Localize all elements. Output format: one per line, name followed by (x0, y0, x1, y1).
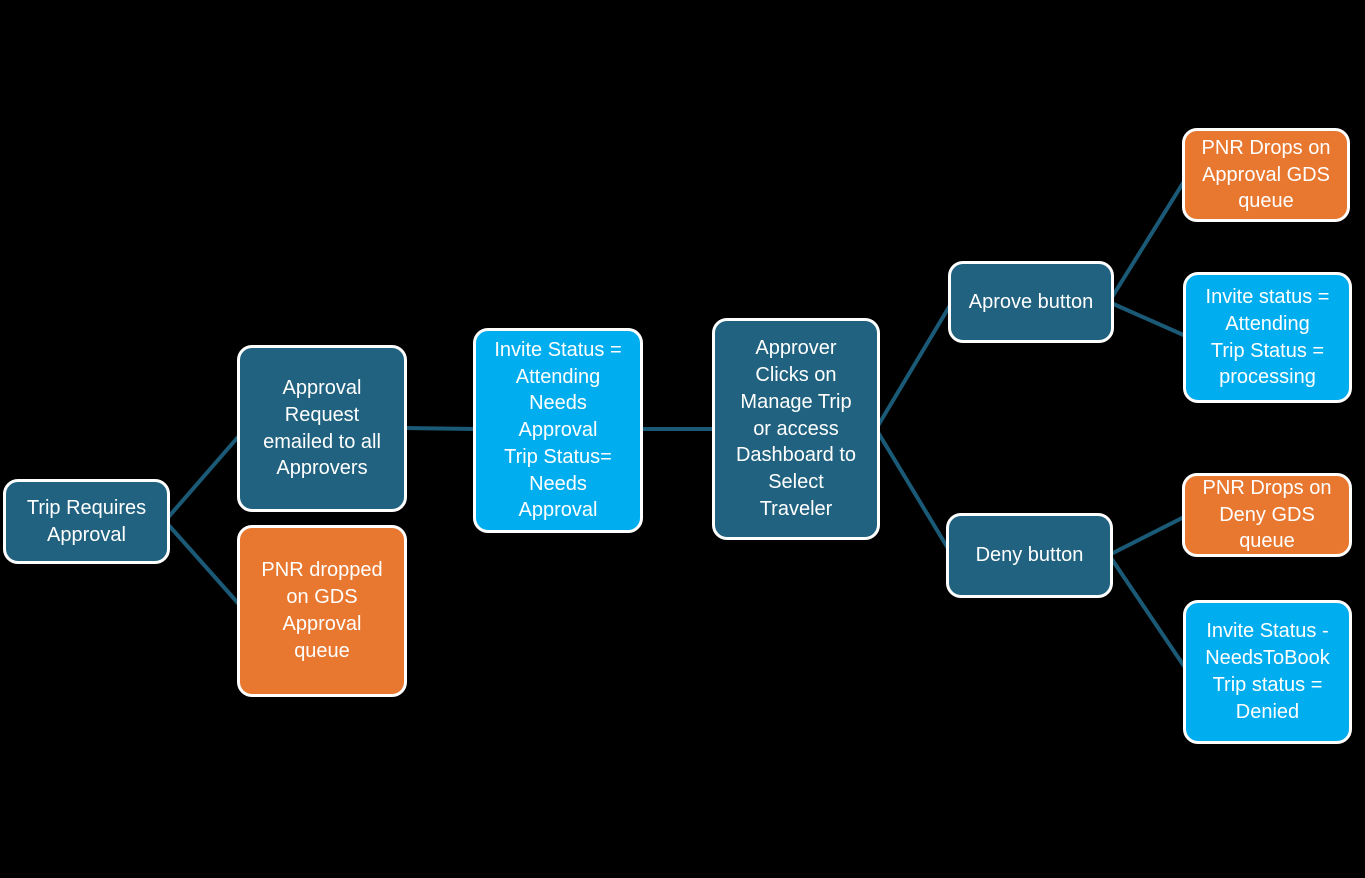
node-approval-request-emailed: Approval Request emailed to all Approver… (237, 345, 407, 512)
node-aprove-button: Aprove button (948, 261, 1114, 343)
node-invite-status-attending-processing: Invite status = Attending Trip Status = … (1183, 272, 1352, 403)
node-approver-clicks-manage-trip: Approver Clicks on Manage Trip or access… (712, 318, 880, 540)
connector-trip-to-pnr-dropped (163, 519, 247, 613)
node-invite-status-needstobook-denied: Invite Status - NeedsToBook Trip status … (1183, 600, 1352, 744)
node-pnr-dropped-gds-approval-queue: PNR dropped on GDS Approval queue (237, 525, 407, 697)
connector-aprove-to-pnr-drops-approval (1107, 173, 1190, 304)
connector-approver-clicks-to-aprove-button (874, 300, 954, 431)
connector-trip-to-approval-request (163, 427, 247, 523)
node-invite-status-needs-approval: Invite Status = Attending Needs Approval… (473, 328, 643, 533)
connector-deny-to-pnr-drops-deny (1108, 513, 1189, 557)
node-deny-button: Deny button (946, 513, 1113, 598)
connector-approval-request-to-invite-status (402, 426, 478, 431)
node-trip-requires-approval: Trip Requires Approval (3, 479, 170, 564)
connector-approver-clicks-to-deny-button (874, 427, 954, 557)
connector-aprove-to-invite-processing (1108, 300, 1189, 339)
node-pnr-drops-approval-gds-queue: PNR Drops on Approval GDS queue (1182, 128, 1350, 222)
node-pnr-drops-deny-gds-queue: PNR Drops on Deny GDS queue (1182, 473, 1352, 557)
connector-deny-to-invite-denied (1107, 553, 1190, 674)
